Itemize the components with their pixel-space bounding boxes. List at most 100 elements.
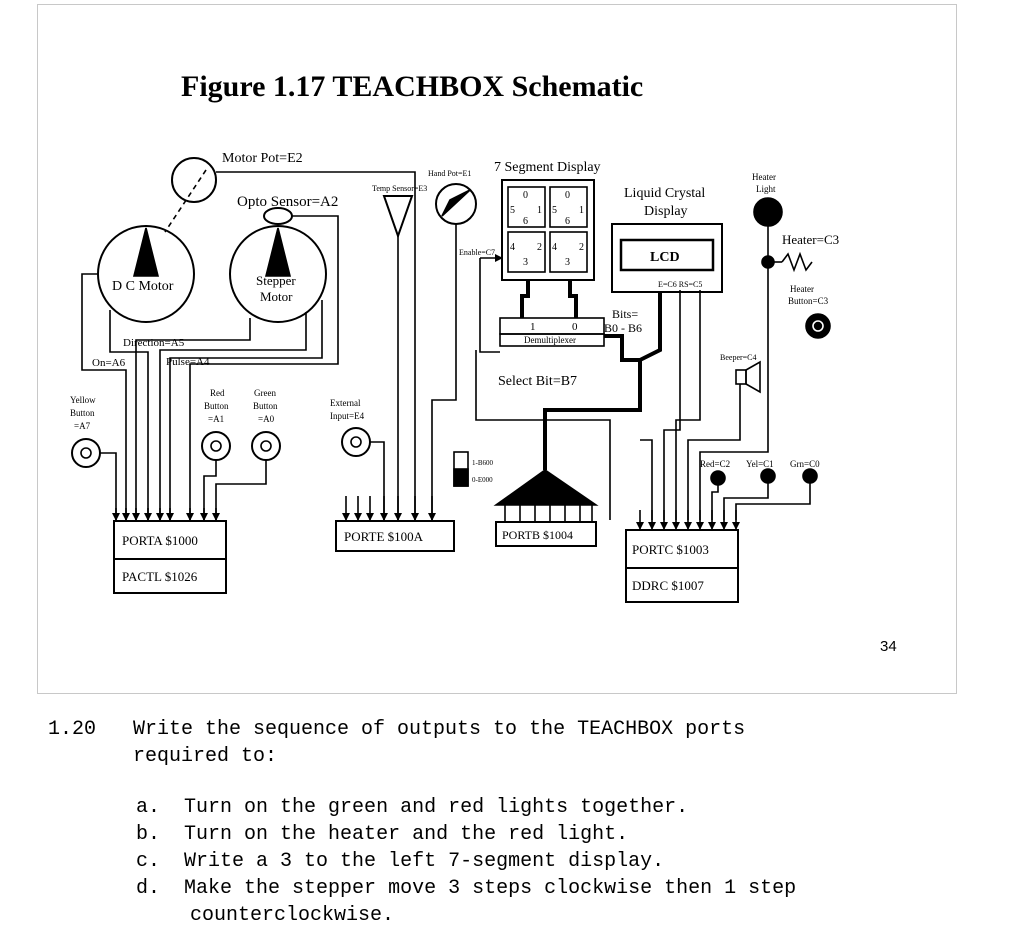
yellow-button-symbol [71,438,101,468]
problem-item-c: c. Write a 3 to the left 7-segment displ… [136,850,664,873]
problem-item-b: b. Turn on the heater and the red light. [136,823,628,846]
hand-pot-label: Hand Pot=E1 [428,169,471,178]
opto-sensor-symbol [263,207,293,225]
porta-label: PORTA $1000 [122,533,198,548]
problem-number: 1.20 [48,718,97,741]
bits-label1: Bits= [612,307,638,321]
temp-sensor-symbol [382,195,414,240]
red-led-symbol [710,470,726,486]
direction-label: Direction=A5 [123,337,185,349]
demux-0-label: 0 [572,321,578,333]
seg-left-g: 6 [523,216,528,227]
problem-item-d: d. Make the stepper move 3 steps clockwi… [136,877,796,900]
seven-segment-label: 7 Segment Display [494,160,601,175]
seg-right-e: 4 [552,242,557,253]
seg-right-g: 6 [565,216,570,227]
green-button-label3: =A0 [258,414,275,424]
lcd-label: LCD [650,250,680,265]
ddrc-label: DDRC $1007 [632,578,704,593]
yellow-button-label3: =A7 [74,421,91,431]
heater-button-label2: Button=C3 [788,296,829,306]
red-button-label2: Button [204,401,229,411]
pactl-box [113,558,227,594]
green-led-symbol [802,468,818,484]
seg-left-d: 3 [523,257,528,268]
seg-left-a: 0 [523,190,528,201]
red-button-label3: =A1 [208,414,224,424]
bits-label2: B0 - B6 [604,321,642,335]
ddrc-box [625,567,739,603]
grn-led-label: Grn=C0 [790,459,820,469]
switch-1-label: 1-B600 [472,459,494,467]
seg-left-c: 2 [537,242,542,253]
switch-0-label: 0-E000 [472,476,493,484]
item-letter: c. [136,850,161,873]
temp-sensor-label: Temp Sensor=E3 [372,184,427,193]
lcd-title-line2: Display [644,204,688,219]
heater-light-symbol [753,197,783,227]
lcd-outer-box [611,223,723,293]
item-letter: b. [136,823,161,846]
seg-left-e: 4 [510,242,515,253]
on-label: On=A6 [92,357,126,369]
beeper-symbol [735,369,747,385]
heater-light-label2: Light [756,184,776,194]
schematic-diagram: Motor Pot=E2 Opto Sensor=A2 Temp Sensor=… [70,151,839,603]
item-text: Turn on the heater and the red light. [184,823,629,846]
seg-right-b: 1 [579,205,584,216]
demultiplexer-box [499,317,605,335]
stepper-label2: Motor [260,289,293,304]
enable-label: Enable=C7 [459,248,495,257]
opto-sensor-label: Opto Sensor=A2 [237,194,338,210]
yellow-led-symbol [760,468,776,484]
portc-label: PORTC $1003 [632,542,709,557]
seg-left-f: 5 [510,205,515,216]
heater-light-label1: Heater [752,172,776,182]
pulse-label: Pulse=A4 [166,356,210,368]
red-button-symbol [201,431,231,461]
external-input-symbol [341,427,371,457]
demux-label: Demultiplexer [524,335,576,345]
item-text: Write a 3 to the left 7-segment display. [184,850,665,873]
problem-item-a: a. Turn on the green and red lights toge… [136,796,688,819]
stepper-motor-symbol [229,225,327,323]
item-text: counterclockwise. [190,904,395,927]
seg-right-c: 2 [579,242,584,253]
seg-right-d: 3 [565,257,570,268]
yellow-button-label1: Yellow [70,395,96,405]
red-button-label1: Red [210,388,225,398]
external-label1: External [330,398,361,408]
seg-right-a: 0 [565,190,570,201]
select-bit-label: Select Bit=B7 [498,374,577,389]
page-number: 34 [880,638,897,655]
problem-item-d-continued: counterclockwise. [190,904,394,927]
yel-led-label: Yel=C1 [746,459,774,469]
lcd-screen [619,238,715,272]
motor-pot-symbol [171,157,217,203]
figure-title: Figure 1.17 TEACHBOX Schematic [181,70,644,103]
porte-box [335,520,455,552]
green-button-label1: Green [254,388,276,398]
pactl-label: PACTL $1026 [122,569,198,584]
seg-left-b: 1 [537,205,542,216]
green-button-label2: Button [253,401,278,411]
portb-label: PORTB $1004 [502,528,573,542]
dc-motor-label: D C Motor [112,279,174,294]
item-letter: d. [136,877,161,900]
seven-segment-box [501,179,595,281]
item-letter: a. [136,796,161,819]
item-text: Turn on the green and red lights togethe… [184,796,689,819]
heater-label: Heater=C3 [782,232,839,247]
red-led-label: Red=C2 [700,459,730,469]
yellow-button-label2: Button [70,408,95,418]
heater-button-label1: Heater [790,284,814,294]
green-button-symbol [251,431,281,461]
lcd-pins-label: E=C6 RS=C5 [658,280,702,289]
demux-1-label: 1 [530,321,536,333]
slide-frame [37,4,957,694]
external-label2: Input=E4 [330,411,365,421]
item-text: Make the stepper move 3 steps clockwise … [184,877,797,900]
seg-right-f: 5 [552,205,557,216]
motor-pot-label: Motor Pot=E2 [222,151,303,166]
portb-box [495,521,597,547]
